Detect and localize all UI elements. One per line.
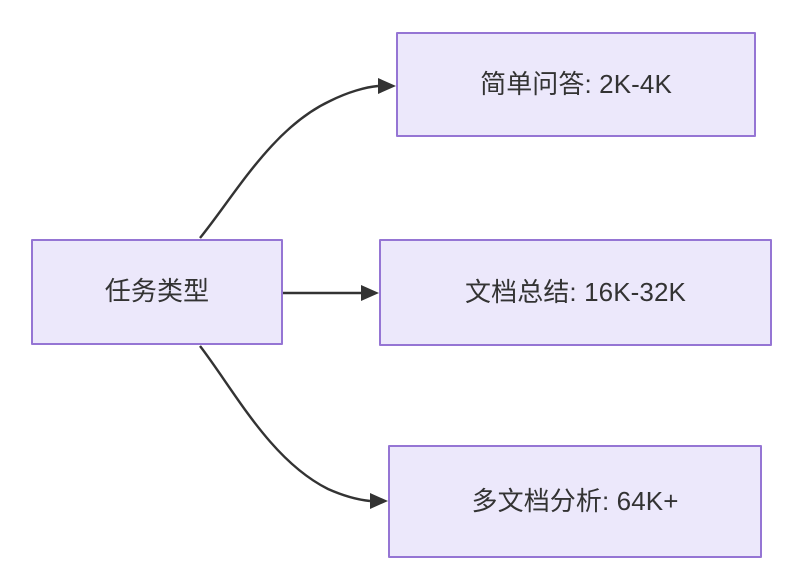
node-task-type[interactable]: 任务类型	[31, 239, 283, 345]
node-multidoc-analysis-label: 多文档分析: 64K+	[471, 485, 679, 516]
arrow-head-multidoc-analysis	[370, 493, 388, 509]
arrow-head-doc-summary	[361, 285, 379, 301]
node-multidoc-analysis[interactable]: 多文档分析: 64K+	[388, 445, 762, 558]
edge-root-to-doc-summary	[283, 285, 379, 301]
node-doc-summary[interactable]: 文档总结: 16K-32K	[379, 239, 772, 346]
edge-path-root-to-multidoc-analysis	[199, 345, 371, 503]
edge-root-to-simple-qa	[199, 78, 396, 239]
edge-path-root-to-simple-qa	[199, 84, 379, 239]
arrow-head-simple-qa	[378, 78, 396, 94]
node-simple-qa[interactable]: 简单问答: 2K-4K	[396, 32, 756, 137]
edge-root-to-multidoc-analysis	[199, 345, 388, 509]
node-simple-qa-label: 简单问答: 2K-4K	[480, 68, 672, 99]
node-task-type-label: 任务类型	[104, 276, 210, 307]
node-doc-summary-label: 文档总结: 16K-32K	[465, 276, 686, 307]
